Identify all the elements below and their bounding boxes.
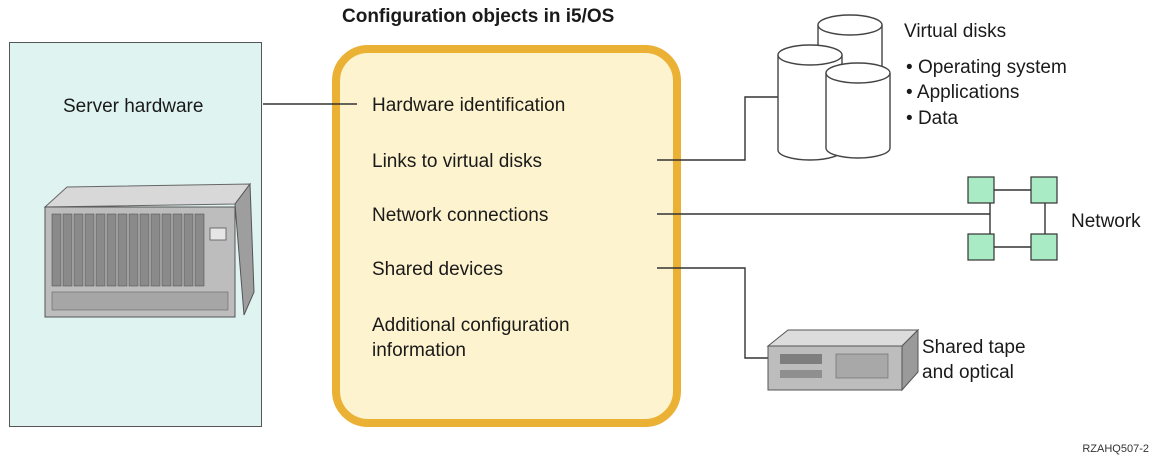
bullet-text: Data (917, 108, 959, 129)
config-item-links-virtual-disks: Links to virtual disks (372, 151, 543, 172)
figure-code: RZAHQ507-2 (1082, 443, 1149, 455)
server-rack-icon (43, 182, 255, 318)
bullet-text: Operating system (917, 57, 1067, 78)
diagram-title: Configuration objects in i5/OS (342, 6, 615, 27)
tape-drive-icon (766, 328, 920, 392)
config-item-hardware-identification: Hardware identification (372, 95, 566, 116)
shared-optical-label: and optical (922, 362, 1014, 383)
virtual-disks-label: Virtual disks (904, 21, 1007, 42)
connector-lines (263, 96, 990, 359)
server-hardware-label: Server hardware (63, 96, 204, 117)
virtual-disks-icon (777, 14, 891, 161)
network-label: Network (1071, 211, 1141, 232)
shared-tape-label: Shared tape (922, 337, 1026, 358)
bullet-text: Applications (916, 82, 1020, 103)
virtual-disk-bullet-operating-system: • Operating system (906, 57, 1067, 78)
shared-devices-line (657, 267, 785, 359)
config-item-network-connections: Network connections (372, 205, 549, 226)
config-item-information: information (372, 340, 466, 361)
virtual-disk-bullet-data: • Data (906, 108, 959, 129)
virtual-disk-bullet-applications: • Applications (906, 82, 1020, 103)
virtual-disks-line (657, 96, 778, 161)
config-objects-box (332, 45, 681, 427)
config-item-shared-devices: Shared devices (372, 259, 503, 280)
config-item-additional-configuration: Additional configuration (372, 315, 570, 336)
network-icon (967, 176, 1058, 261)
